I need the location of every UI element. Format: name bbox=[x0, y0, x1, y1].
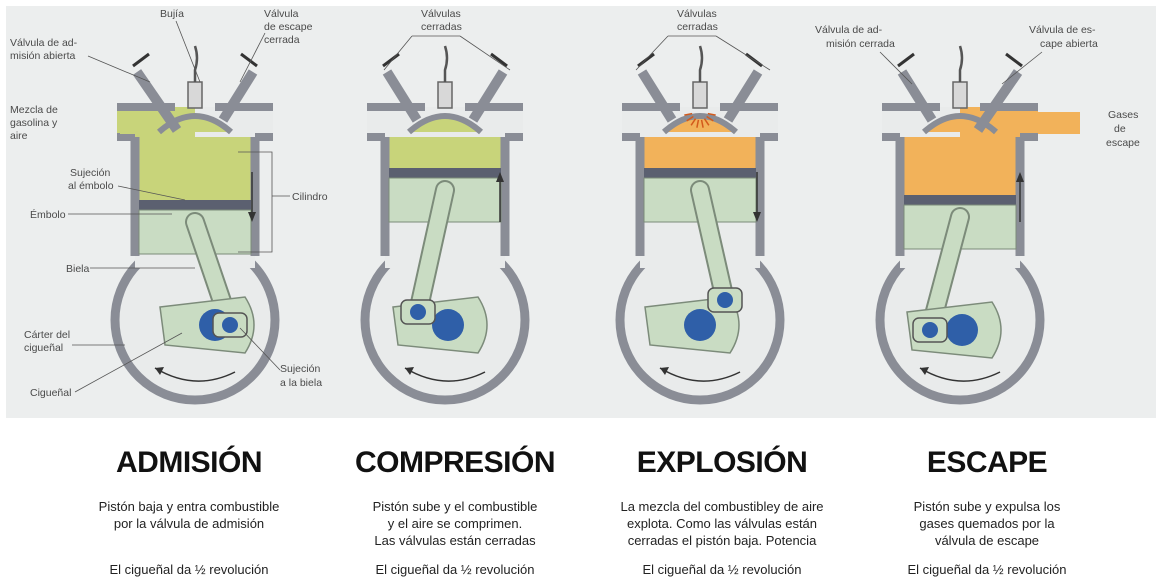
svg-text:misión cerrada: misión cerrada bbox=[826, 38, 895, 50]
spark-plug bbox=[693, 82, 707, 108]
revolution-escape: El cigueñal da ½ revolución bbox=[852, 562, 1122, 577]
crank-pin bbox=[222, 317, 238, 333]
label-mezcla: Mezcla de bbox=[10, 104, 58, 116]
exhaust-gas-outlet bbox=[1038, 112, 1080, 134]
crankshaft bbox=[684, 309, 716, 341]
crankshaft bbox=[946, 314, 978, 346]
piston-ring bbox=[139, 200, 251, 210]
revolution-explosion: El cigueñal da ½ revolución bbox=[587, 562, 857, 577]
stage-title-escape: ESCAPE bbox=[852, 446, 1122, 480]
stage-desc-explosion: La mezcla del combustibley de aire explo… bbox=[582, 498, 862, 549]
crankshaft bbox=[432, 309, 464, 341]
crank-pin bbox=[922, 322, 938, 338]
svg-text:gasolina y: gasolina y bbox=[10, 117, 58, 129]
svg-text:cerradas: cerradas bbox=[677, 21, 718, 33]
label-sujecion-biela: Sujeción bbox=[280, 363, 320, 375]
spark-plug bbox=[188, 82, 202, 108]
stage-title-admision: ADMISIÓN bbox=[54, 446, 324, 480]
stage-desc-admision: Pistón baja y entra combustible por la v… bbox=[54, 498, 324, 532]
label-cilindro: Cilindro bbox=[292, 191, 328, 203]
svg-text:de: de bbox=[1114, 123, 1126, 135]
spark-plug bbox=[438, 82, 452, 108]
svg-text:de escape: de escape bbox=[264, 21, 313, 33]
stage-title-compresion: COMPRESIÓN bbox=[320, 446, 590, 480]
label-valvula-escape-abierta: Válvula de es- bbox=[1029, 24, 1096, 36]
label-valvula-admision-abierta: Válvula de ad- bbox=[10, 37, 78, 49]
label-cigueñal: Cigueñal bbox=[30, 387, 71, 399]
label-embolo: Émbolo bbox=[30, 208, 66, 221]
svg-text:cape abierta: cape abierta bbox=[1040, 38, 1098, 50]
svg-text:escape: escape bbox=[1106, 137, 1140, 149]
svg-text:al émbolo: al émbolo bbox=[68, 180, 114, 192]
svg-text:a la biela: a la biela bbox=[280, 377, 322, 389]
label-valvulas-cerradas-3: Válvulas bbox=[677, 8, 717, 20]
svg-text:misión abierta: misión abierta bbox=[10, 50, 76, 62]
revolution-admision: El cigueñal da ½ revolución bbox=[54, 562, 324, 577]
stage-title-explosion: EXPLOSIÓN bbox=[587, 446, 857, 480]
label-biela: Biela bbox=[66, 263, 90, 275]
label-valvula-escape-1: Válvula bbox=[264, 8, 299, 20]
label-valvulas-cerradas-2: Válvulas bbox=[421, 8, 461, 20]
stage-desc-escape: Pistón sube y expulsa los gases quemados… bbox=[852, 498, 1122, 549]
crank-pin bbox=[410, 304, 426, 320]
label-carter: Cárter del bbox=[24, 329, 70, 341]
svg-text:cigueñal: cigueñal bbox=[24, 342, 63, 354]
combustion-gas bbox=[137, 130, 253, 200]
combustion-gas bbox=[902, 130, 1018, 195]
revolution-compresion: El cigueñal da ½ revolución bbox=[320, 562, 590, 577]
piston-ring bbox=[644, 168, 756, 178]
piston-ring bbox=[389, 168, 501, 178]
label-gases-escape: Gases bbox=[1108, 109, 1138, 121]
label-valvula-admision-cerrada: Válvula de ad- bbox=[815, 24, 883, 36]
label-sujecion-embolo: Sujeción bbox=[70, 167, 110, 179]
four-stroke-diagram: Bujía Válvula de escape cerrada Válvula … bbox=[0, 0, 1161, 420]
svg-text:aire: aire bbox=[10, 130, 28, 142]
stage-desc-compresion: Pistón sube y el combustible y el aire s… bbox=[320, 498, 590, 549]
crank-pin bbox=[717, 292, 733, 308]
svg-text:cerradas: cerradas bbox=[421, 21, 462, 33]
svg-text:cerrada: cerrada bbox=[264, 34, 300, 46]
spark-plug bbox=[953, 82, 967, 108]
piston-ring bbox=[904, 195, 1016, 205]
label-bujia: Bujía bbox=[160, 8, 184, 20]
